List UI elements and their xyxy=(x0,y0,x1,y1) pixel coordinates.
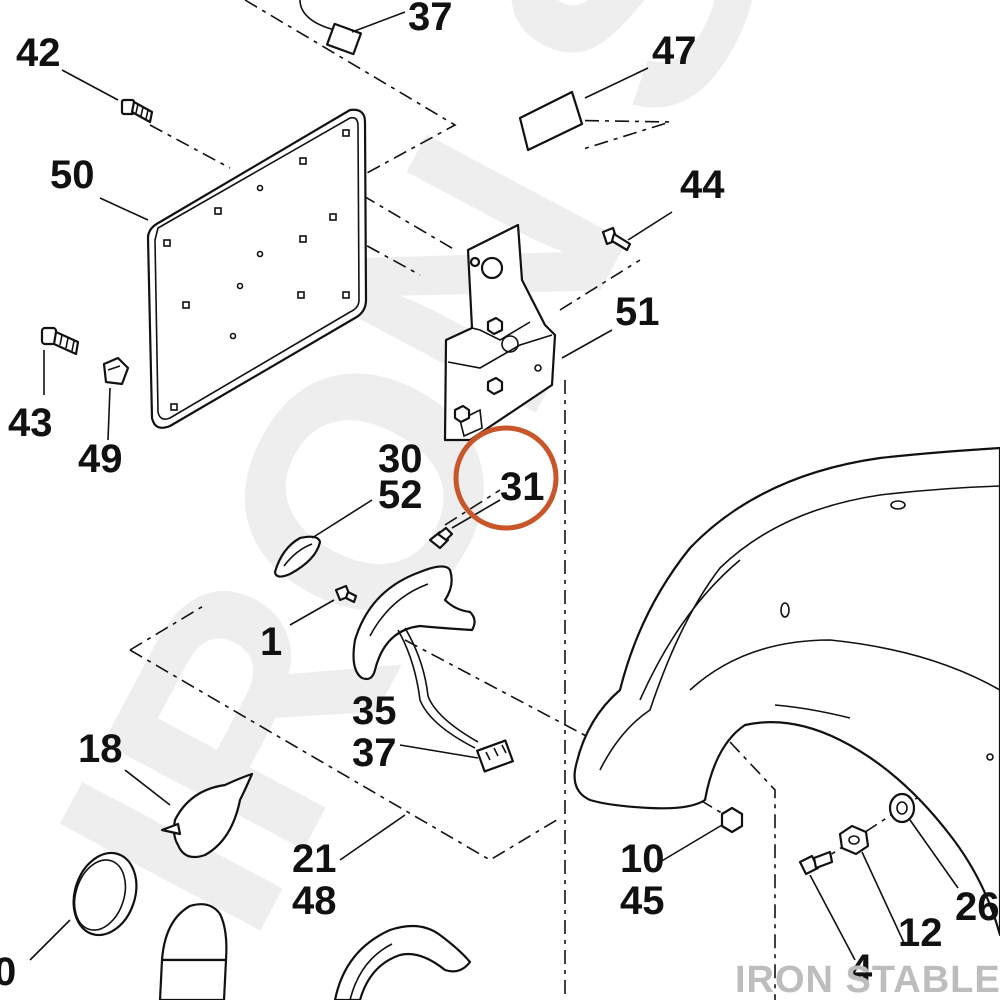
label-1: 1 xyxy=(260,620,282,664)
nut-10-45 xyxy=(720,806,744,834)
label-26: 26 xyxy=(955,885,1000,929)
washer-26 xyxy=(888,792,916,824)
label-49: 49 xyxy=(78,437,123,481)
rear-fender xyxy=(573,446,1000,937)
bulb-31 xyxy=(428,526,454,550)
leader-lines xyxy=(29,11,959,961)
label-37-lower: 37 xyxy=(352,731,397,775)
label-35: 35 xyxy=(352,689,397,733)
bolt-43 xyxy=(40,326,80,356)
nut-12 xyxy=(838,824,870,856)
lens-30-52 xyxy=(273,535,322,578)
connector-37-lower xyxy=(397,627,514,773)
round-lens xyxy=(72,851,138,937)
label-31: 31 xyxy=(500,465,545,509)
label-plate-47 xyxy=(518,90,584,152)
license-plate-50 xyxy=(146,108,368,429)
highlight-circle-31 xyxy=(453,425,559,531)
label-44: 44 xyxy=(680,163,725,207)
label-47: 47 xyxy=(652,29,697,73)
label-12: 12 xyxy=(898,911,943,955)
gasket-18 xyxy=(160,772,254,859)
watermark: IRON STABLE xyxy=(735,959,1000,1001)
label-42: 42 xyxy=(16,31,61,75)
label-45: 45 xyxy=(620,879,665,923)
clip-nut-49 xyxy=(102,356,130,386)
label-30: 30 xyxy=(378,437,423,481)
screw-44 xyxy=(601,226,632,252)
label-0: 0 xyxy=(0,950,16,994)
label-21: 21 xyxy=(292,837,337,881)
label-10: 10 xyxy=(620,837,665,881)
connector-37-top xyxy=(299,0,363,56)
svg-text:IRON STABLE: IRON STABLE xyxy=(735,959,1000,1000)
screw-1 xyxy=(334,584,358,604)
label-50: 50 xyxy=(50,153,95,197)
lamp-base-lower xyxy=(333,924,472,1002)
bracket-51 xyxy=(443,223,557,442)
label-4: 4 xyxy=(850,947,873,991)
cover-shield xyxy=(158,903,228,1002)
label-43: 43 xyxy=(8,401,53,445)
bolt-4 xyxy=(798,850,834,876)
label-18: 18 xyxy=(78,727,123,771)
label-51: 51 xyxy=(615,290,660,334)
screw-42 xyxy=(120,98,154,124)
lamp-housing-35 xyxy=(352,565,476,681)
label-48: 48 xyxy=(292,879,337,923)
label-52: 52 xyxy=(378,473,423,517)
label-37-top: 37 xyxy=(408,0,453,39)
